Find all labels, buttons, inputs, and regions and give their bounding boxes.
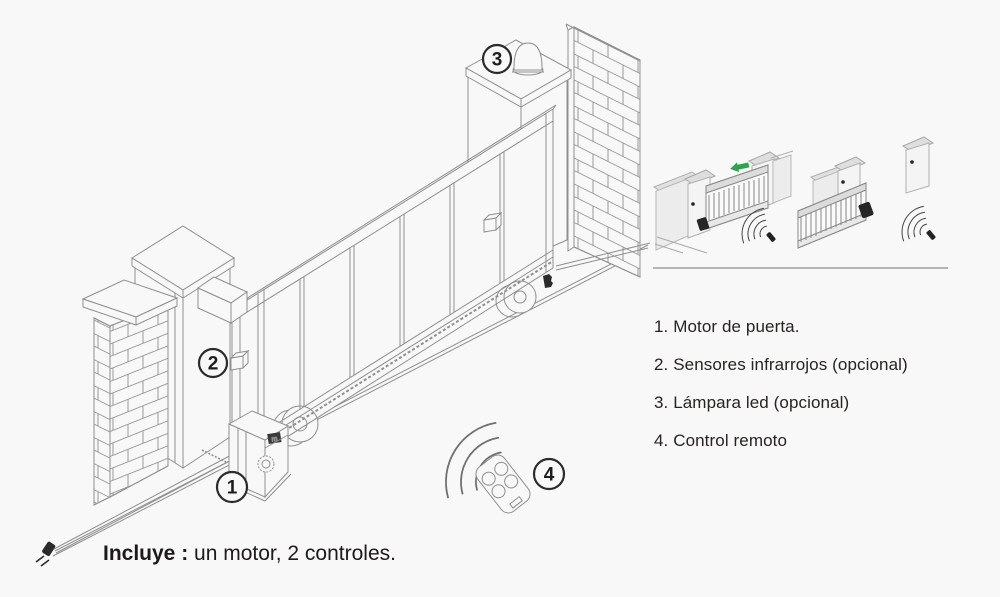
legend-item-motor: 1. Motor de puerta. — [654, 317, 800, 336]
power-plug-icon — [35, 541, 56, 567]
mini-diagram-gate-open — [797, 136, 936, 249]
signal-waves-icon — [901, 205, 928, 242]
photocell-dot — [910, 160, 914, 164]
includes-caption: Incluye : un motor, 2 controles. — [103, 542, 396, 566]
green-arrow-icon — [730, 162, 750, 173]
legend-item-lamp: 3. Lámpara led (opcional) — [654, 393, 850, 412]
callout-1: 1 — [215, 470, 249, 504]
mini-motor — [858, 201, 874, 219]
callout-3: 3 — [481, 43, 513, 75]
right-brick-wall — [565, 23, 641, 278]
callouts: 1 2 3 4 — [197, 43, 566, 504]
led-lamp-icon — [512, 42, 544, 76]
legend-item-remote: 4. Control remoto — [654, 431, 788, 450]
legend: 1. Motor de puerta. 2. Sensores infrarro… — [654, 308, 908, 460]
left-brick-wall — [81, 279, 179, 506]
photocell-dot — [691, 202, 695, 206]
callout-4: 4 — [532, 457, 566, 491]
mini-motor — [696, 217, 710, 231]
svg-text:4: 4 — [544, 465, 555, 486]
photocell-dot — [841, 180, 845, 184]
gate-bars — [708, 176, 765, 220]
mini-diagram-gate-closed — [652, 150, 794, 254]
includes-text: un motor, 2 controles. — [188, 542, 396, 565]
mini-remote — [766, 232, 776, 242]
motor-logo: m — [271, 436, 278, 444]
legend-item-sensors: 2. Sensores infrarrojos (opcional) — [654, 355, 908, 374]
svg-text:3: 3 — [492, 50, 503, 71]
signal-waves-icon — [741, 207, 768, 244]
remote-control-icon — [445, 422, 531, 514]
mini-remote — [926, 230, 936, 240]
gate-bars — [800, 192, 862, 242]
callout-2: 2 — [197, 347, 229, 379]
end-stop-clip — [543, 274, 553, 288]
svg-text:1: 1 — [227, 478, 238, 499]
svg-text:2: 2 — [208, 354, 219, 375]
infrared-sensor-icon — [229, 349, 250, 371]
guide-bracket — [196, 276, 249, 324]
gate-lock-box — [482, 211, 503, 233]
includes-label: Incluye : — [103, 542, 189, 565]
gate-wheel — [495, 280, 537, 318]
track-rail — [52, 244, 649, 557]
